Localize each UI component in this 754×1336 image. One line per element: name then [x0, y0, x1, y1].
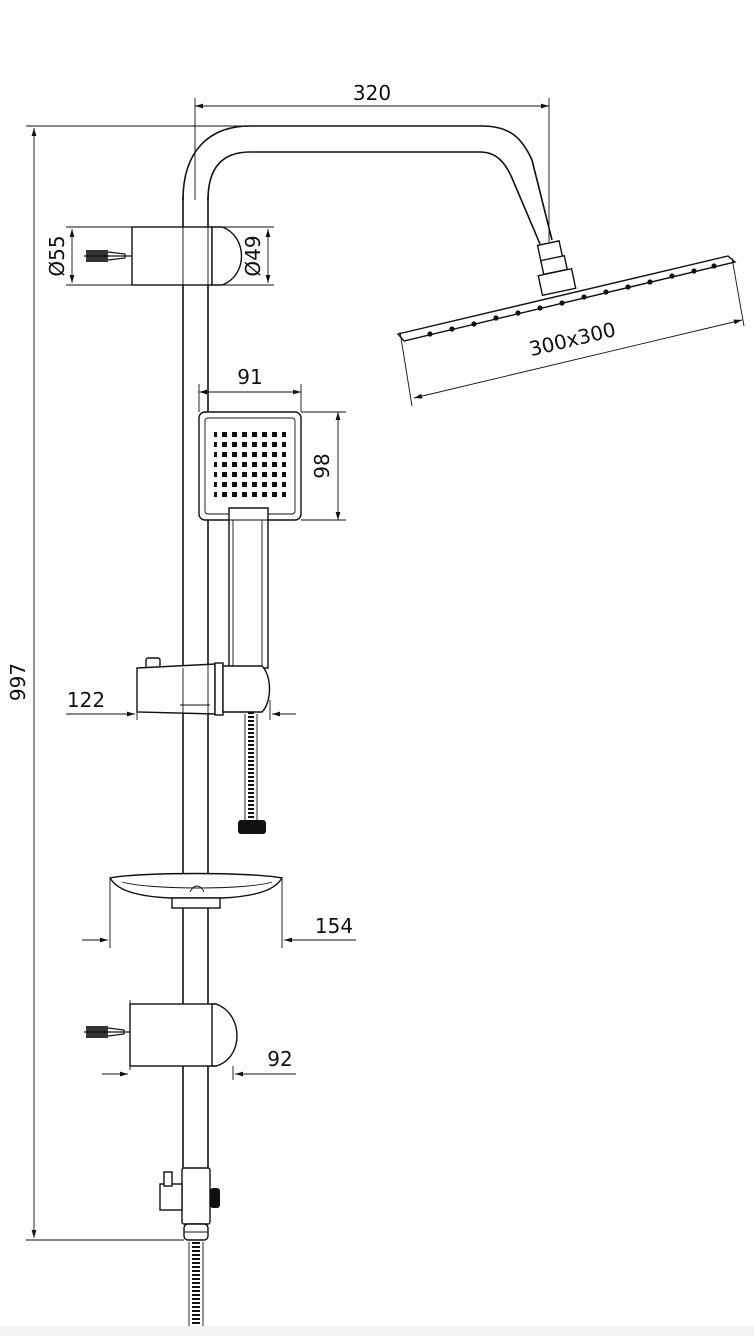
- extension-lines: [26, 98, 745, 1241]
- dim-wall-bracket-top: Ø55: [45, 235, 69, 276]
- dim-wall-bracket-bottom: 92: [267, 1047, 292, 1071]
- dim-hand-shower-width: 91: [237, 365, 262, 389]
- dimension-labels: 320 997 Ø55 Ø49 300x300 91 98 122 154 92: [6, 81, 618, 1071]
- dim-slider-projection: 122: [67, 688, 105, 712]
- bottom-wall-bracket: [84, 1000, 238, 1070]
- dim-tube-diameter: Ø49: [241, 235, 265, 276]
- dim-overhead-shower-size: 300x300: [527, 317, 618, 361]
- slider-holder: [136, 657, 271, 716]
- hand-shower-hose: [238, 712, 266, 834]
- dim-arm-reach: 320: [353, 81, 391, 105]
- diverter-valve: [159, 1167, 220, 1241]
- dim-hand-shower-height: 98: [310, 453, 334, 478]
- top-wall-bracket: [84, 226, 243, 286]
- dim-total-height: 997: [6, 663, 30, 701]
- shower-arm: [182, 125, 577, 297]
- wall-anchor-screw-bottom: [84, 1026, 130, 1038]
- bottom-edge-strip: [0, 1326, 754, 1336]
- soap-dish: [108, 872, 284, 909]
- dimension-lines: [31, 103, 743, 1238]
- main-hose: [188, 1242, 204, 1330]
- hand-shower: [198, 411, 302, 669]
- wall-anchor-screw-top: [84, 250, 132, 262]
- dim-soap-dish-width: 154: [315, 914, 353, 938]
